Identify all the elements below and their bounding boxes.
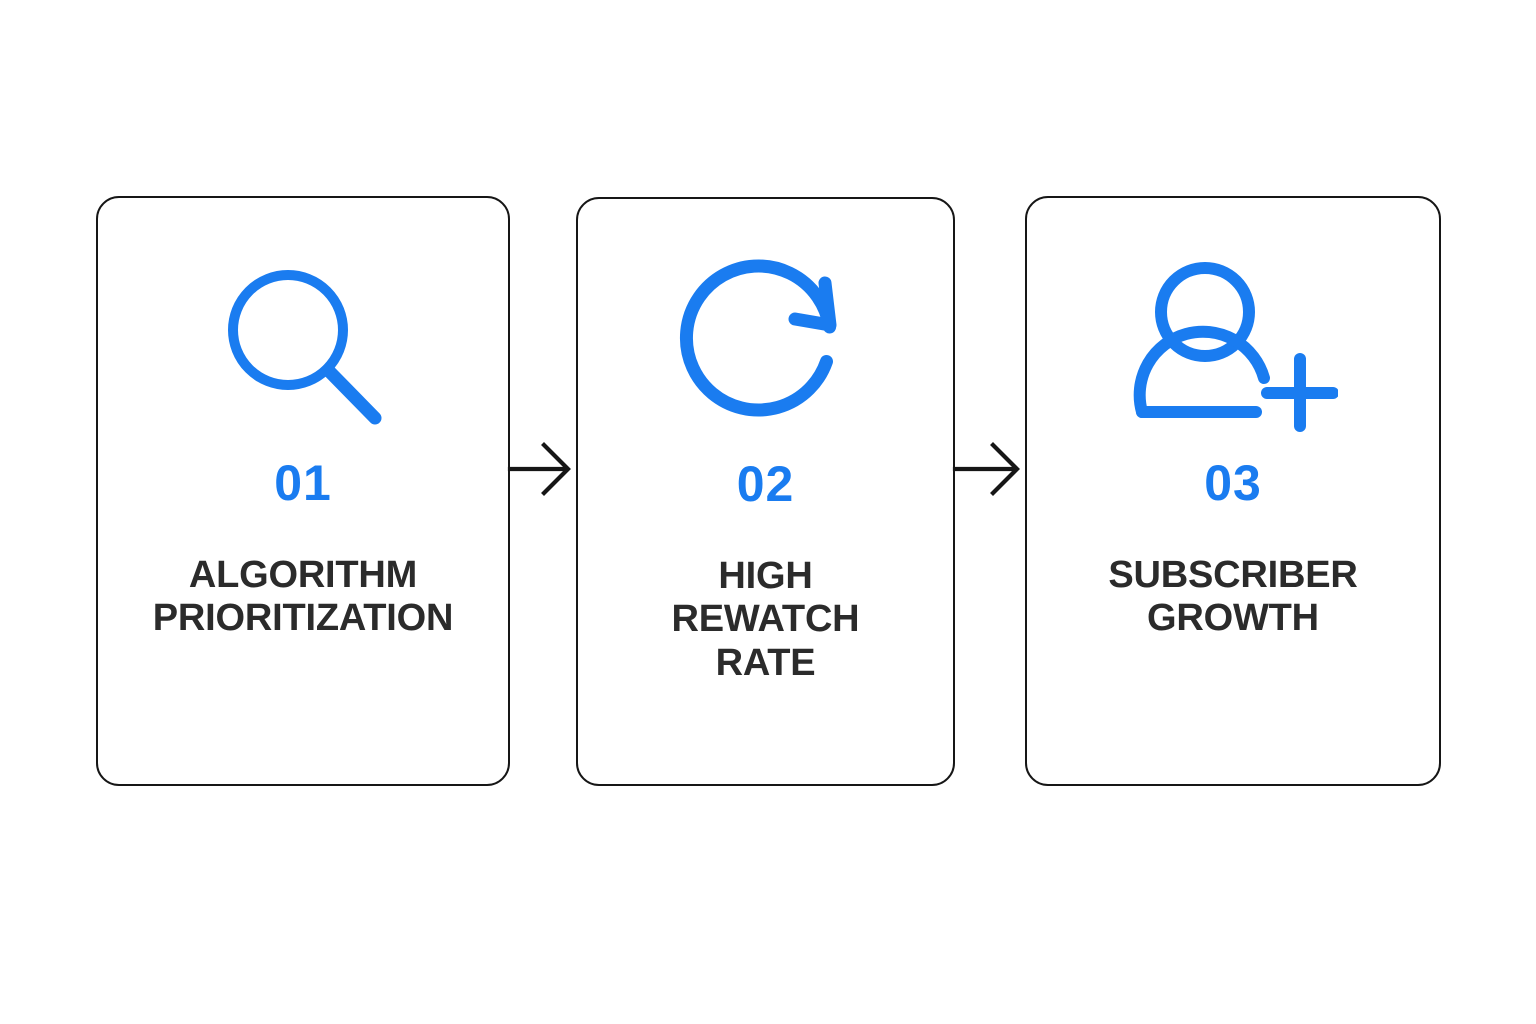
step-number-02: 02 [736, 456, 795, 512]
step-card-02[interactable]: 02 HIGH REWATCH RATE [576, 197, 955, 786]
step-title-01: ALGORITHM PRIORITIZATION [152, 554, 454, 640]
step-title-03: SUBSCRIBER GROWTH [1108, 554, 1358, 640]
magnifying-glass-icon [98, 254, 508, 444]
arrow-step1-to-step2 [507, 442, 571, 496]
step-title-02: HIGH REWATCH RATE [671, 555, 860, 684]
arrow-step2-to-step3 [952, 442, 1020, 496]
step-card-01[interactable]: 01 ALGORITHM PRIORITIZATION [96, 196, 510, 786]
refresh-circular-arrow-icon [578, 255, 953, 445]
step-number-03: 03 [1204, 455, 1262, 511]
step-number-01: 01 [274, 455, 332, 511]
add-user-icon [1027, 254, 1439, 444]
step-card-03[interactable]: 03 SUBSCRIBER GROWTH [1025, 196, 1441, 786]
